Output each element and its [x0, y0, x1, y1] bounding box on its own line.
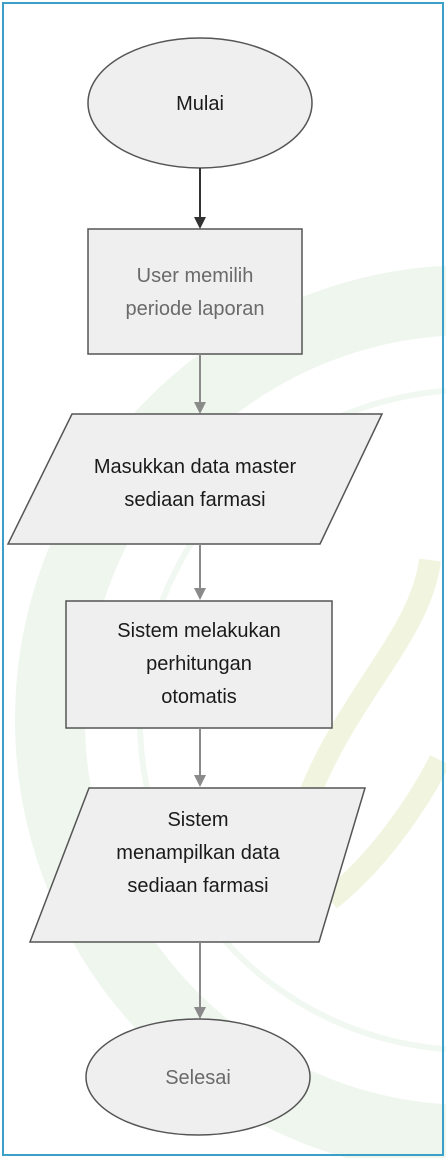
output-display-data-line2: menampilkan data	[116, 842, 280, 864]
start-label: Mulai	[176, 93, 224, 115]
end-label: Selesai	[165, 1067, 231, 1089]
process-auto-calculation: Sistem melakukan perhitungan otomatis	[65, 600, 333, 729]
output-display-data-line3: sediaan farmasi	[127, 875, 268, 897]
input-master-data-line2: sediaan farmasi	[124, 489, 265, 511]
process-select-period: User memilih periode laporan	[87, 228, 303, 355]
input-master-data-line1: Masukkan data master	[94, 456, 297, 478]
output-display-data-line1: Sistem	[167, 809, 228, 831]
process-auto-calculation-line3: otomatis	[161, 686, 237, 708]
end-node: Selesai	[85, 1018, 311, 1136]
process-auto-calculation-line1: Sistem melakukan	[117, 620, 280, 642]
start-node: Mulai	[87, 37, 313, 169]
output-display-data: Sistem menampilkan data sediaan farmasi	[28, 787, 367, 943]
process-auto-calculation-line2: perhitungan	[146, 653, 252, 675]
process-select-period-line2: periode laporan	[126, 298, 265, 320]
process-select-period-line1: User memilih	[137, 265, 254, 287]
input-master-data: Masukkan data master sediaan farmasi	[6, 413, 384, 545]
